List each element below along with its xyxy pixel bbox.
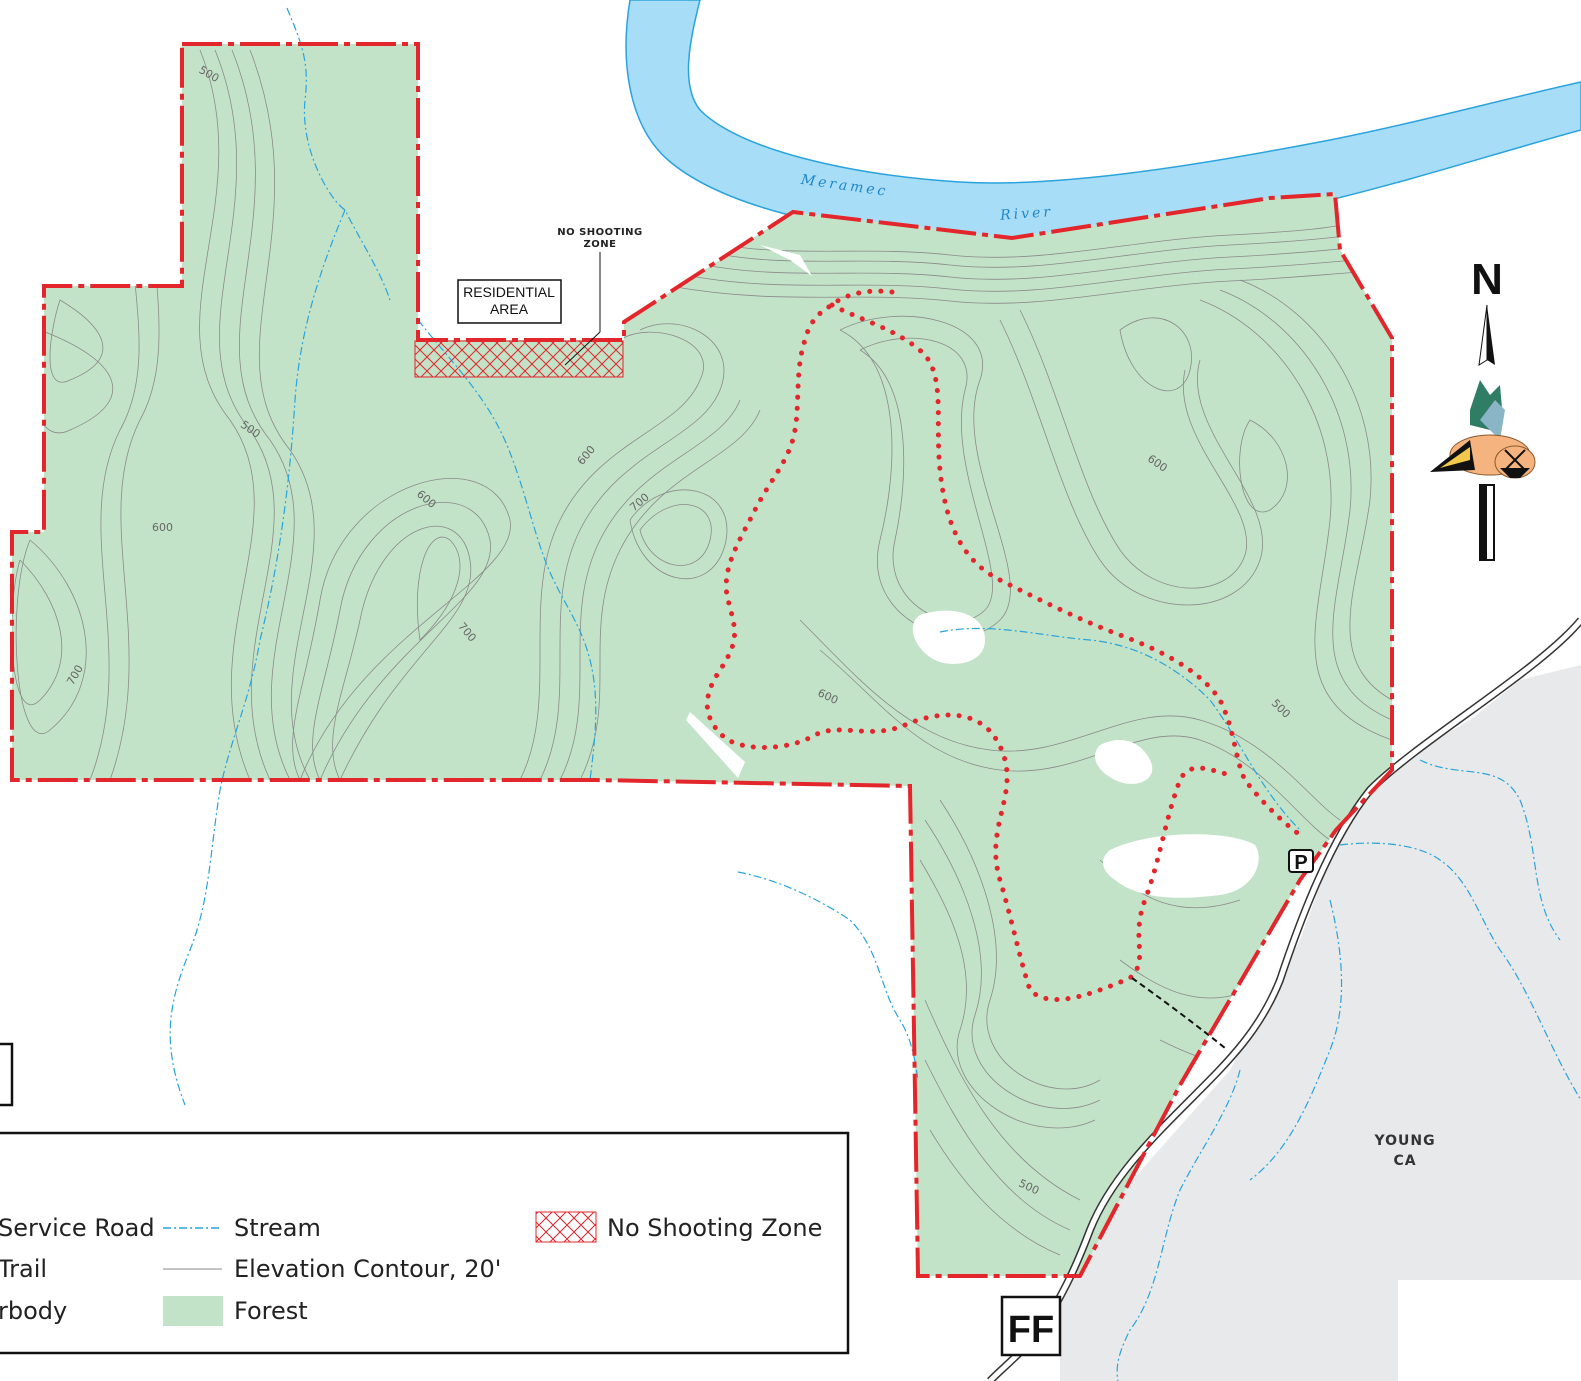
meramec-river xyxy=(625,0,1581,243)
legend-item-forest: Forest xyxy=(163,1296,308,1326)
legend-label: rbody xyxy=(0,1297,67,1325)
legend-frame xyxy=(0,1131,850,1355)
service-road xyxy=(1131,977,1226,1049)
legend-item-waterbody: rbody xyxy=(0,1297,67,1325)
parking-label: P xyxy=(1294,852,1307,874)
clearing-2 xyxy=(1095,740,1153,784)
legend-label: Stream xyxy=(234,1214,321,1242)
river-label-river: River xyxy=(999,204,1054,224)
elevation-label: 600 xyxy=(152,521,173,534)
badger-mascot-icon xyxy=(1430,380,1536,479)
highway-ff-label: FF xyxy=(1008,1309,1054,1351)
north-arrow-icon: N xyxy=(1471,255,1503,561)
no-shooting-leader-line-2 xyxy=(564,331,601,366)
neighbor-conservation-area xyxy=(1060,665,1581,1381)
highway-ff-shield xyxy=(1000,1295,1062,1357)
elevation-contours xyxy=(12,49,1392,1256)
legend-item-stream: Stream xyxy=(163,1214,321,1242)
legend: Service Road Stream No Shooting Zone Tra… xyxy=(0,1131,850,1355)
young-ca-label-2: CA xyxy=(1393,1153,1416,1169)
neighbor-white-parcel xyxy=(1398,1280,1581,1381)
residential-area-box xyxy=(457,279,562,324)
clearing-5 xyxy=(686,712,745,778)
residential-label-2: AREA xyxy=(490,301,529,317)
property-boundary xyxy=(10,42,1394,1278)
legend-item-service-road: Service Road xyxy=(0,1214,155,1242)
scale-box xyxy=(0,1042,14,1107)
legend-item-trail: Trail xyxy=(0,1255,47,1283)
legend-label: Elevation Contour, 20' xyxy=(234,1255,501,1283)
streams xyxy=(169,7,1581,1381)
legend-item-no-shooting-zone: No Shooting Zone xyxy=(535,1211,822,1243)
clearing-4 xyxy=(760,245,812,276)
trail xyxy=(704,288,1303,1003)
forest-fill-icon xyxy=(163,1296,223,1326)
no-shooting-label-1: NO SHOOTING xyxy=(557,227,643,238)
clearing-1 xyxy=(912,610,985,664)
crosshatch-box-icon xyxy=(535,1211,597,1243)
young-ca-label-1: YOUNG xyxy=(1373,1133,1435,1149)
legend-label: Trail xyxy=(0,1255,47,1283)
legend-item-elevation-contour: Elevation Contour, 20' xyxy=(163,1255,501,1283)
no-shooting-zone xyxy=(414,340,624,378)
north-label: N xyxy=(1471,255,1503,304)
residential-label-1: RESIDENTIAL xyxy=(463,284,555,300)
forest-area xyxy=(12,44,1392,1276)
legend-label: Forest xyxy=(234,1297,308,1325)
parking-icon xyxy=(1288,849,1314,873)
legend-label: No Shooting Zone xyxy=(607,1214,822,1242)
legend-label: Service Road xyxy=(0,1214,155,1242)
clearing-3 xyxy=(1103,834,1259,898)
no-shooting-label-2: ZONE xyxy=(584,239,617,250)
